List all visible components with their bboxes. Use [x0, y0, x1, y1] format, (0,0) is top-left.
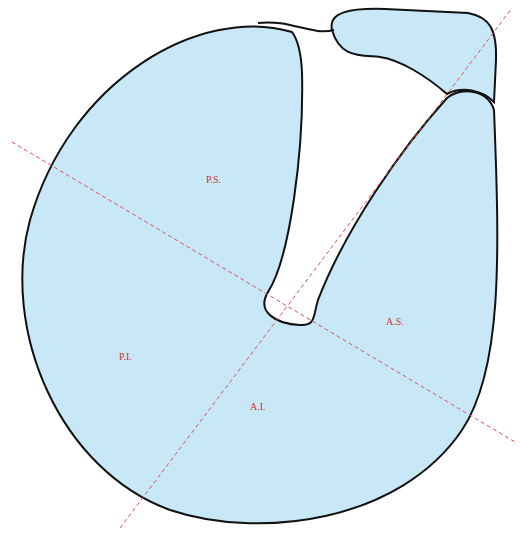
- neck-outline: [258, 22, 334, 31]
- region-label: P.I.: [119, 352, 132, 362]
- axis-line: [120, 8, 512, 528]
- upper-lobe: [332, 9, 497, 102]
- region-label: P.S.: [206, 175, 221, 185]
- main-body: [22, 27, 497, 524]
- axis-line: [12, 142, 515, 442]
- region-label: A.S.: [386, 317, 404, 327]
- region-label: A.I.: [250, 402, 266, 412]
